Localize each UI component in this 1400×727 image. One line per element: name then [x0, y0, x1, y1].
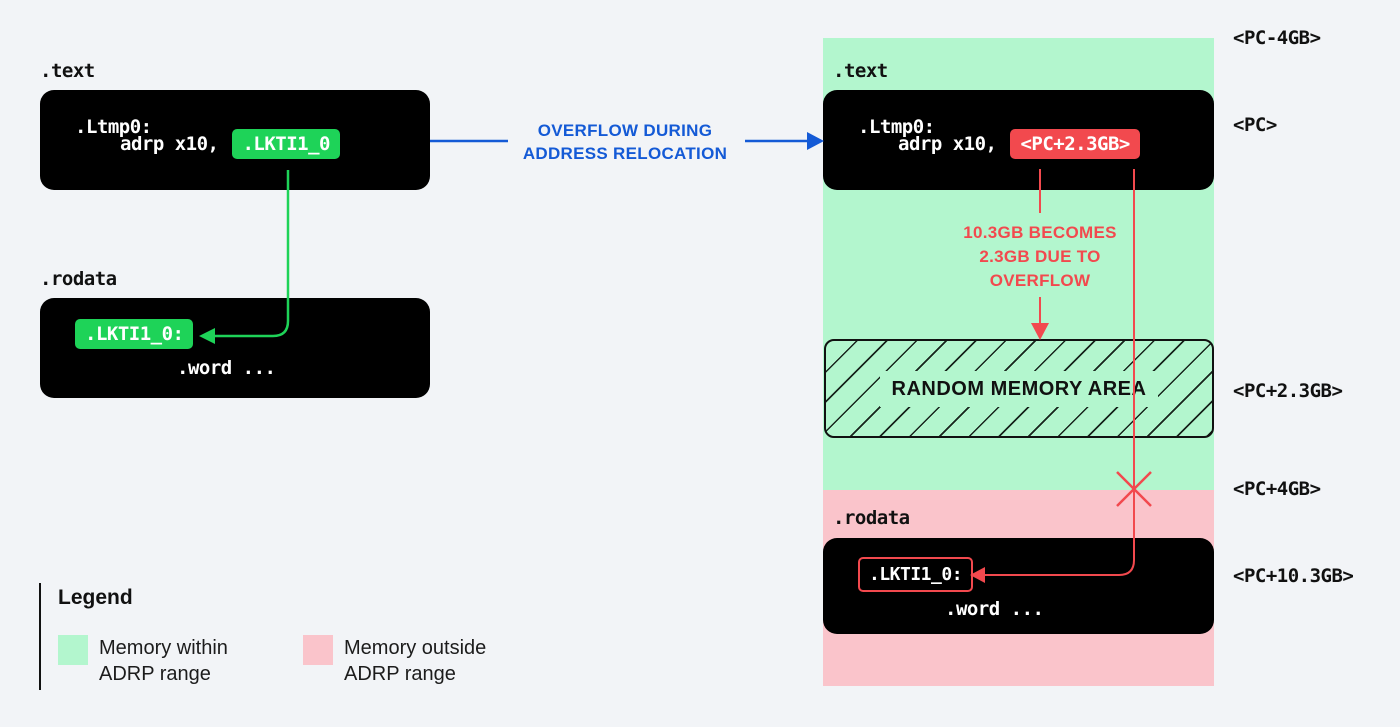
left-text-code-block: .Ltmp0: adrp x10, .LKTI1_0: [40, 90, 430, 190]
left-rodata-section-label: .rodata: [40, 268, 117, 290]
blue-arrowhead-icon: [807, 132, 824, 150]
right-operand-badge: <PC+2.3GB>: [1010, 129, 1140, 159]
left-word-line: .word ...: [177, 357, 276, 379]
right-rodata-code-block: .LKTI1_0: .word ...: [823, 538, 1214, 634]
legend-swatch-outside-icon: [303, 635, 333, 665]
right-ltmp-label: .Ltmp0:: [858, 116, 935, 138]
legend-swatch-within-icon: [58, 635, 88, 665]
transition-arrow-label-line1: OVERFLOW DURING: [537, 121, 713, 140]
left-symbol-badge: .LKTI1_0:: [75, 319, 194, 349]
left-adrp-instruction: adrp x10,: [120, 133, 219, 155]
address-label-pc-plus-10-3gb: <PC+10.3GB>: [1233, 565, 1354, 587]
random-memory-area-label: RANDOM MEMORY AREA: [879, 370, 1159, 407]
left-symbol-badge-line: .LKTI1_0:: [75, 319, 194, 349]
left-rodata-code-block: .LKTI1_0: .word ...: [40, 298, 430, 398]
right-rodata-section-label: .rodata: [833, 507, 910, 529]
legend-item-memory-within: Memory within ADRP range: [58, 635, 228, 687]
overflow-note-line3: OVERFLOW: [989, 271, 1091, 290]
right-adrp-instruction: adrp x10,: [898, 133, 997, 155]
legend-within-line2: ADRP range: [99, 663, 211, 685]
left-adrp-instruction-line: adrp x10, .LKTI1_0: [120, 129, 340, 159]
legend-outside-line2: ADRP range: [344, 663, 456, 685]
legend-within-line1: Memory within: [99, 637, 228, 659]
right-text-code-block: .Ltmp0: adrp x10, <PC+2.3GB>: [823, 90, 1214, 190]
right-word-line: .word ...: [945, 598, 1044, 620]
overflow-note: 10.3GB BECOMES 2.3GB DUE TO OVERFLOW: [940, 221, 1140, 293]
left-operand-badge: .LKTI1_0: [232, 129, 340, 159]
address-label-pc: <PC>: [1233, 114, 1277, 136]
random-memory-area-box: RANDOM MEMORY AREA: [824, 339, 1214, 438]
left-ltmp-label: .Ltmp0:: [75, 116, 152, 138]
right-adrp-instruction-line: adrp x10, <PC+2.3GB>: [898, 129, 1140, 159]
right-symbol-outline-box: .LKTI1_0:: [858, 557, 974, 592]
legend-outside-line1: Memory outside: [344, 637, 487, 659]
right-text-section-label: .text: [833, 60, 888, 82]
overflow-note-line1: 10.3GB BECOMES: [963, 223, 1117, 242]
legend-divider: [39, 583, 41, 690]
left-text-section-label: .text: [40, 60, 95, 82]
address-label-pc-plus-4gb: <PC+4GB>: [1233, 478, 1321, 500]
transition-arrow-label-line2: ADDRESS RELOCATION: [522, 144, 728, 163]
address-label-pc-minus-4gb: <PC-4GB>: [1233, 27, 1321, 49]
legend-item-memory-outside: Memory outside ADRP range: [303, 635, 486, 687]
overflow-note-line2: 2.3GB DUE TO: [979, 247, 1101, 266]
transition-arrow-label: OVERFLOW DURING ADDRESS RELOCATION: [505, 119, 745, 165]
address-label-pc-plus-2-3gb: <PC+2.3GB>: [1233, 380, 1343, 402]
legend-title: Legend: [58, 586, 133, 609]
